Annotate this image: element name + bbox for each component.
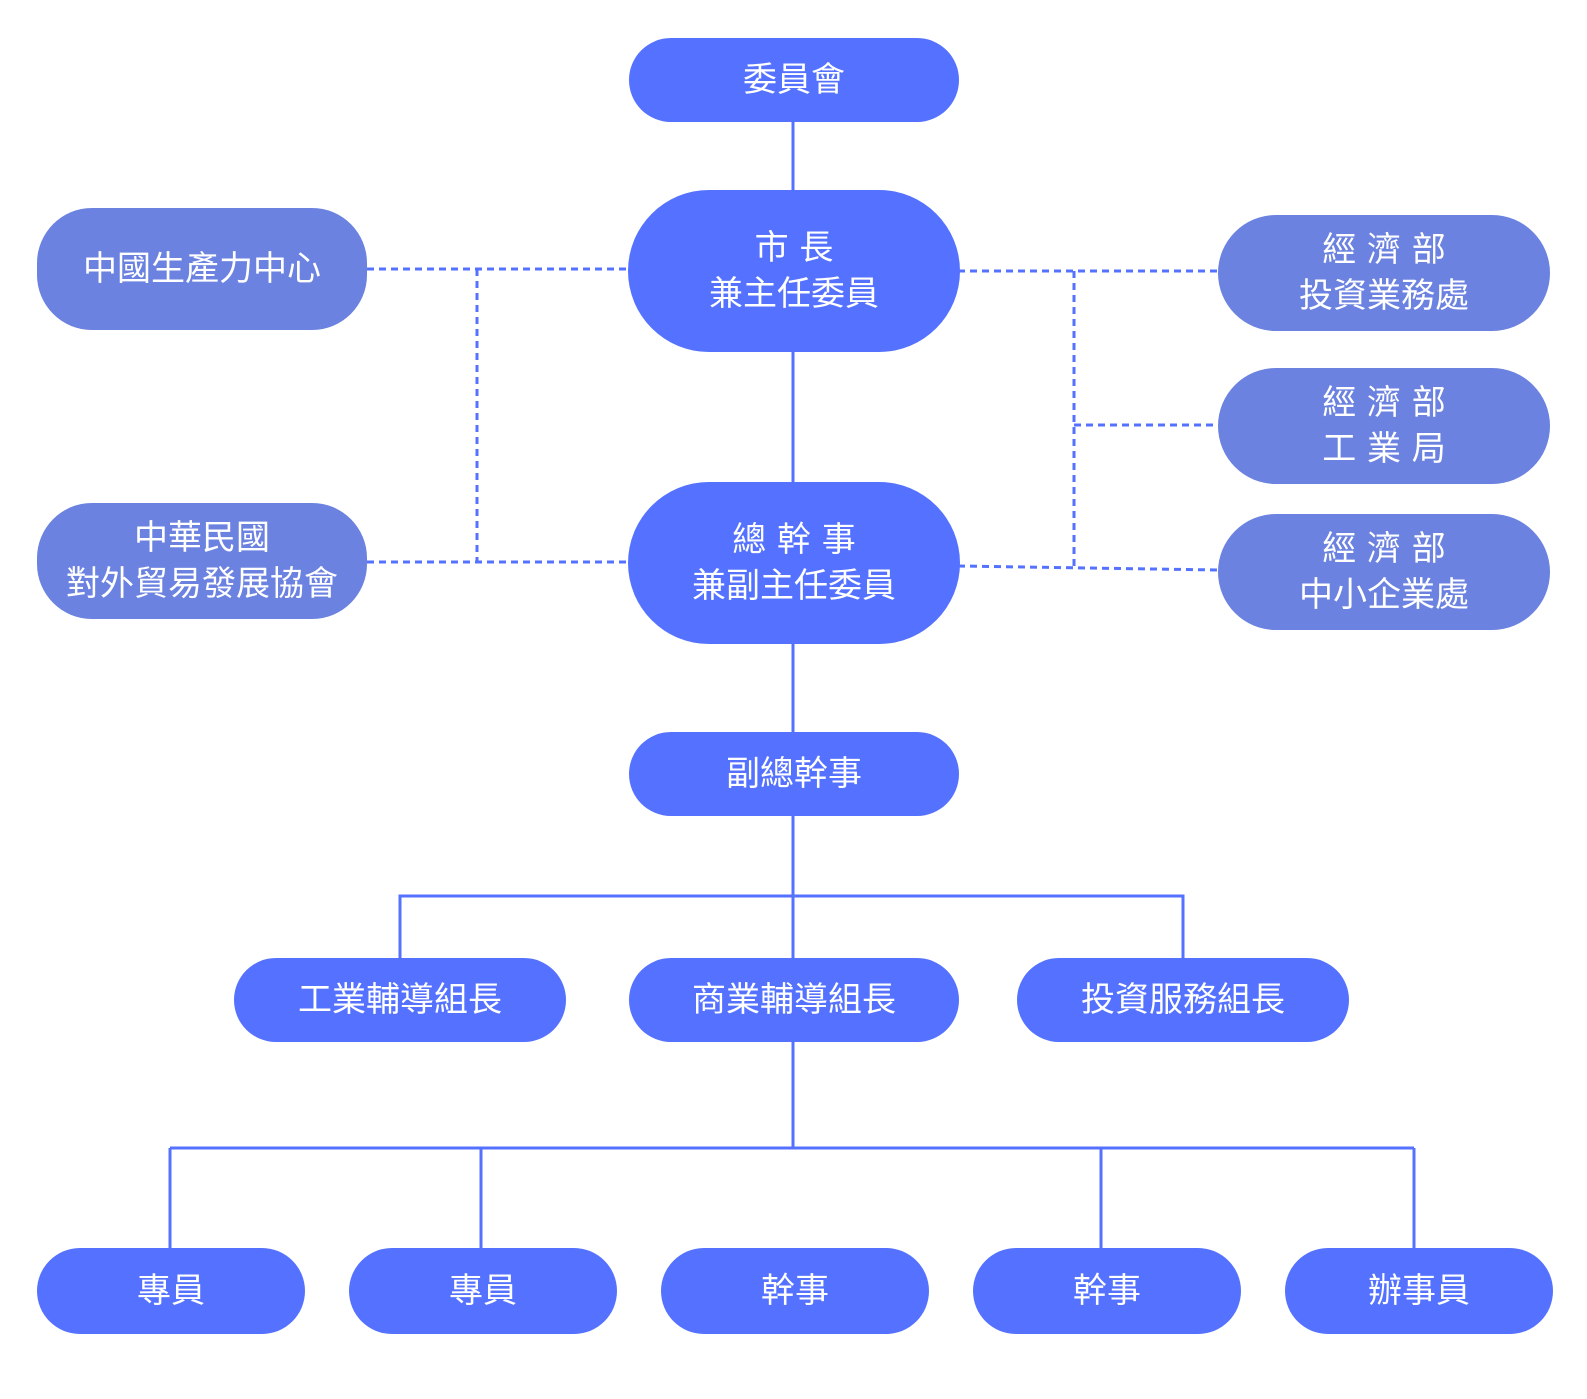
specialist-node-1: 專員 <box>37 1248 305 1334</box>
dash-secretary-sme <box>957 564 1219 572</box>
node-label: 幹事 <box>761 1271 829 1311</box>
node-label: 委員會 <box>743 60 845 100</box>
line-group-bus <box>398 894 1185 958</box>
node-label-line-1: 市 長 <box>754 228 834 268</box>
officer-node-1: 幹事 <box>661 1248 929 1334</box>
node-label-line-2: 工 業 局 <box>1322 429 1446 469</box>
productivity-center-node: 中國生產力中心 <box>37 208 367 330</box>
specialist-node-2: 專員 <box>349 1248 617 1334</box>
committee-node: 委員會 <box>629 38 959 122</box>
clerk-node: 辦事員 <box>1285 1248 1553 1334</box>
officer-node-2: 幹事 <box>973 1248 1241 1334</box>
moea-industry-node: 經 濟 部 工 業 局 <box>1218 368 1550 484</box>
node-label: 工業輔導組長 <box>298 980 502 1020</box>
node-label: 投資服務組長 <box>1081 980 1285 1020</box>
node-label-line-2: 兼主任委員 <box>709 274 879 314</box>
node-label: 專員 <box>449 1271 517 1311</box>
industry-group-node: 工業輔導組長 <box>234 958 566 1042</box>
node-label: 副總幹事 <box>726 754 862 794</box>
node-label: 專員 <box>137 1271 205 1311</box>
node-label: 幹事 <box>1073 1271 1141 1311</box>
node-label-line-2: 中小企業處 <box>1299 575 1469 615</box>
moea-investment-node: 經 濟 部 投資業務處 <box>1218 215 1550 331</box>
node-label: 中國生產力中心 <box>83 249 321 289</box>
node-label-line-1: 總 幹 事 <box>732 520 856 560</box>
node-label: 商業輔導組長 <box>692 980 896 1020</box>
deputy-secretary-general-node: 副總幹事 <box>629 732 959 816</box>
mayor-node: 市 長 兼主任委員 <box>628 190 960 352</box>
node-label-line-2: 兼副主任委員 <box>692 566 896 606</box>
moea-sme-node: 經 濟 部 中小企業處 <box>1218 514 1550 630</box>
node-label: 辦事員 <box>1368 1271 1470 1311</box>
node-label-line-1: 中華民國 <box>134 518 270 558</box>
investment-group-node: 投資服務組長 <box>1017 958 1349 1042</box>
secretary-general-node: 總 幹 事 兼副主任委員 <box>628 482 960 644</box>
node-label-line-2: 對外貿易發展協會 <box>66 564 338 604</box>
node-label-line-1: 經 濟 部 <box>1322 529 1446 569</box>
node-label-line-2: 投資業務處 <box>1299 276 1469 316</box>
node-label-line-1: 經 濟 部 <box>1322 383 1446 423</box>
trade-association-node: 中華民國 對外貿易發展協會 <box>37 503 367 619</box>
commerce-group-node: 商業輔導組長 <box>629 958 959 1042</box>
node-label-line-1: 經 濟 部 <box>1322 230 1446 270</box>
